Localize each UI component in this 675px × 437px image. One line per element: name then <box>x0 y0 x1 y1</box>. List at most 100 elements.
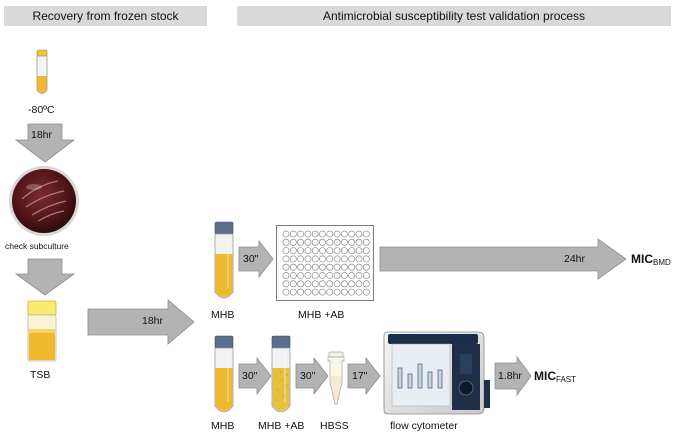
plate-well <box>348 238 356 246</box>
mhb-ab-tube-icon <box>271 335 291 413</box>
arrow-30s-top-label: 30" <box>243 253 259 265</box>
plate-well <box>355 288 363 296</box>
plate-well <box>355 272 363 279</box>
plate-well <box>297 263 304 271</box>
center-arrow-18hr-label: 18hr <box>142 315 164 327</box>
plate-well <box>362 280 370 288</box>
plate-well <box>362 263 370 271</box>
plate-well <box>333 238 341 246</box>
plate-well <box>304 263 312 271</box>
arrow-30s-bottom-2 <box>295 356 329 396</box>
plate-well <box>319 288 326 296</box>
plate-well <box>311 280 319 288</box>
plate-well <box>355 263 363 271</box>
plate-well <box>282 255 290 263</box>
plate-well <box>289 263 297 271</box>
plate-well <box>297 272 304 279</box>
section-header-recovery: Recovery from frozen stock <box>4 6 207 26</box>
plate-well <box>282 263 290 271</box>
plate-well <box>311 238 319 246</box>
plate-well <box>348 230 356 238</box>
plate-well <box>289 230 297 238</box>
plate-well <box>282 247 290 254</box>
plate-well <box>341 280 348 288</box>
arrow-17s-label: 17" <box>352 370 368 382</box>
plate-well <box>341 288 348 296</box>
plate-well <box>326 288 334 296</box>
plate-well <box>297 247 304 254</box>
plate-well <box>333 272 341 279</box>
plate-well <box>362 247 370 254</box>
plate-well <box>348 247 356 254</box>
plate-well <box>289 238 297 246</box>
plate-well <box>341 272 348 279</box>
plate-well <box>326 247 334 254</box>
plate-well <box>311 247 319 254</box>
arrow-30s-top <box>238 239 274 279</box>
plate-well <box>355 238 363 246</box>
plate-well <box>362 238 370 246</box>
96-well-plate-icon <box>276 225 374 301</box>
plate-well <box>348 255 356 263</box>
plate-well <box>282 272 290 279</box>
hbss-tube-icon <box>327 351 345 405</box>
plate-well <box>333 255 341 263</box>
plate-well <box>282 238 290 246</box>
plate-well <box>297 280 304 288</box>
plate-well <box>304 280 312 288</box>
plate-well <box>282 230 290 238</box>
flow-cytometer-icon <box>383 331 490 415</box>
plate-well <box>311 230 319 238</box>
plate-well <box>348 263 356 271</box>
arrow-1-8hr-label: 1.8hr <box>498 370 522 382</box>
arrow-30s-bottom-1 <box>238 356 272 396</box>
plate-well <box>333 230 341 238</box>
frozen-vial-icon <box>36 49 48 94</box>
plate-well <box>355 230 363 238</box>
plate-well <box>326 263 334 271</box>
plate-well <box>289 255 297 263</box>
tsb-jar-icon <box>27 300 57 362</box>
plate-well <box>304 255 312 263</box>
plate-well <box>319 230 326 238</box>
plate-well <box>333 263 341 271</box>
plate-well <box>282 288 290 296</box>
plate-well <box>297 255 304 263</box>
plate-well <box>355 255 363 263</box>
plate-well <box>326 230 334 238</box>
plate-well <box>297 288 304 296</box>
plate-well <box>348 288 356 296</box>
center-arrow-18hr <box>87 299 195 345</box>
mhb-ab-plate-label: MHB +AB <box>298 309 345 321</box>
long-arrow-24hr-label: 24hr <box>564 253 586 265</box>
plate-well <box>311 263 319 271</box>
mhb-top-label: MHB <box>211 309 235 321</box>
plate-well <box>319 247 326 254</box>
mhb-bottom-label: MHB <box>211 420 235 432</box>
check-subculture-label: check subculture <box>5 241 69 251</box>
arrow-30s-bottom-2-label: 30" <box>300 370 316 382</box>
mic-fast-label: MICFAST <box>534 369 577 384</box>
arrow-17s <box>347 356 381 396</box>
freezer-temp-label: -80ºC <box>28 104 55 116</box>
plate-well <box>326 280 334 288</box>
plate-well <box>297 230 304 238</box>
plate-well <box>297 238 304 246</box>
petri-dish-icon <box>9 166 79 236</box>
plate-well <box>362 255 370 263</box>
plate-well <box>326 238 334 246</box>
down-arrow-18hr-label: 18hr <box>31 129 53 141</box>
plate-well <box>311 288 319 296</box>
plate-well <box>341 263 348 271</box>
mic-bmd-label: MICBMD <box>631 252 671 267</box>
plate-well <box>289 247 297 254</box>
tsb-label: TSB <box>30 369 51 381</box>
plate-well <box>319 255 326 263</box>
mhb-tube-bottom-icon <box>214 335 234 413</box>
plate-well <box>319 272 326 279</box>
plate-well <box>282 280 290 288</box>
plate-well <box>326 255 334 263</box>
plate-well <box>341 255 348 263</box>
plate-well <box>355 280 363 288</box>
plate-well <box>289 272 297 279</box>
